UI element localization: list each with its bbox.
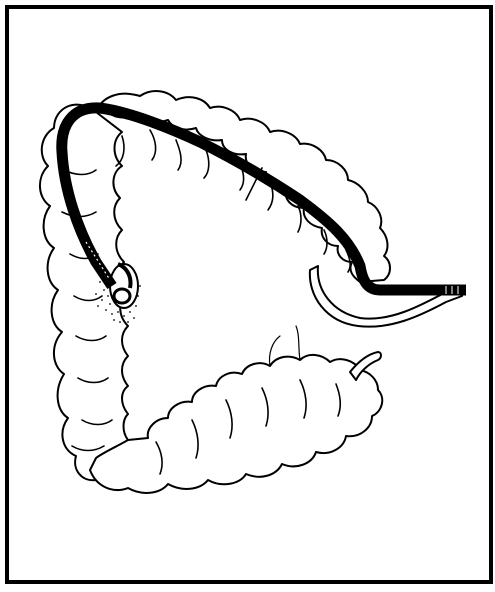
fold-upper-4 (204, 150, 209, 178)
fold-upper-2 (150, 130, 156, 160)
transverse-colon (90, 355, 382, 493)
fold-upper-3 (176, 140, 181, 170)
mesentery-line-b (296, 326, 300, 360)
fold-upper-7 (298, 206, 301, 232)
